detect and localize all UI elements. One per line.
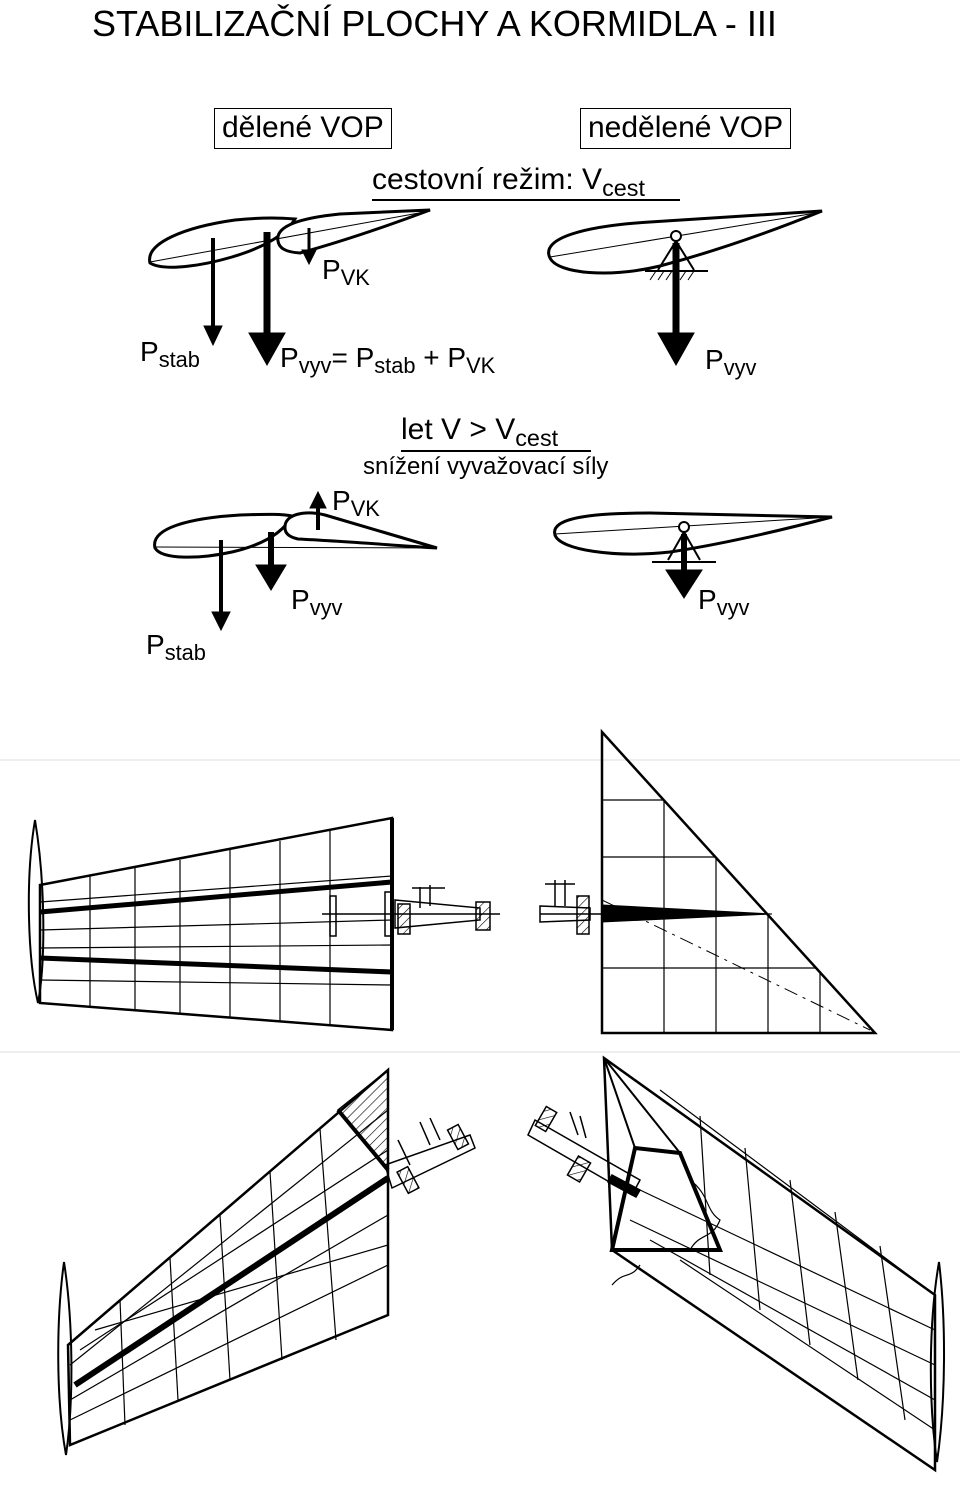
control-linkage-right bbox=[539, 880, 602, 935]
p-vyv-label-bottom-right: Pvyv bbox=[698, 584, 750, 621]
p-vyv-label-bottom-left: Pvyv bbox=[291, 584, 343, 621]
force-arrow-top-right bbox=[657, 243, 695, 367]
trim-force-reduction-label: snížení vyvažovací síly bbox=[363, 453, 609, 480]
tail-planform-left-swept bbox=[57, 1067, 390, 1456]
force-equation: Pvyv= Pstab + PVK bbox=[280, 342, 496, 379]
p-vk-label-top: PVK bbox=[322, 254, 370, 291]
tail-planform-left-unswept bbox=[27, 816, 394, 1032]
tail-planform-right-delta bbox=[600, 728, 878, 1035]
cruise-underline bbox=[372, 199, 680, 201]
p-vk-label-bottom: PVK bbox=[332, 485, 380, 522]
cruise-mode-label: cestovní režim: Vcest bbox=[372, 163, 645, 201]
split-tail-label: dělené VOP bbox=[214, 108, 392, 149]
nonsplit-tail-airfoil-bottom bbox=[553, 511, 833, 556]
control-linkage-bottom-left bbox=[384, 1117, 476, 1195]
nonsplit-tail-label: nedělené VOP bbox=[580, 108, 792, 149]
nonsplit-tail-airfoil-top bbox=[547, 209, 823, 275]
split-tail-airfoil-top bbox=[148, 208, 431, 269]
force-arrows-top-left bbox=[203, 228, 317, 367]
force-arrow-bottom-right bbox=[665, 534, 703, 599]
split-tail-airfoil-bottom bbox=[153, 511, 438, 559]
p-vyv-label-top: Pvyv bbox=[705, 344, 757, 381]
p-stab-label-top: Pstab bbox=[140, 336, 200, 373]
p-stab-label-bottom: Pstab bbox=[146, 629, 206, 666]
tail-planform-right-swept bbox=[602, 1055, 946, 1473]
fast-underline bbox=[401, 450, 591, 452]
control-linkage-left bbox=[322, 885, 500, 937]
fast-flight-label: let V > Vcest bbox=[401, 413, 559, 451]
control-linkage-bottom-right bbox=[527, 1105, 642, 1199]
frame-lines bbox=[0, 759, 960, 1053]
page-title: STABILIZAČNÍ PLOCHY A KORMIDLA - III bbox=[92, 3, 777, 44]
force-arrows-bottom-left bbox=[211, 490, 327, 632]
